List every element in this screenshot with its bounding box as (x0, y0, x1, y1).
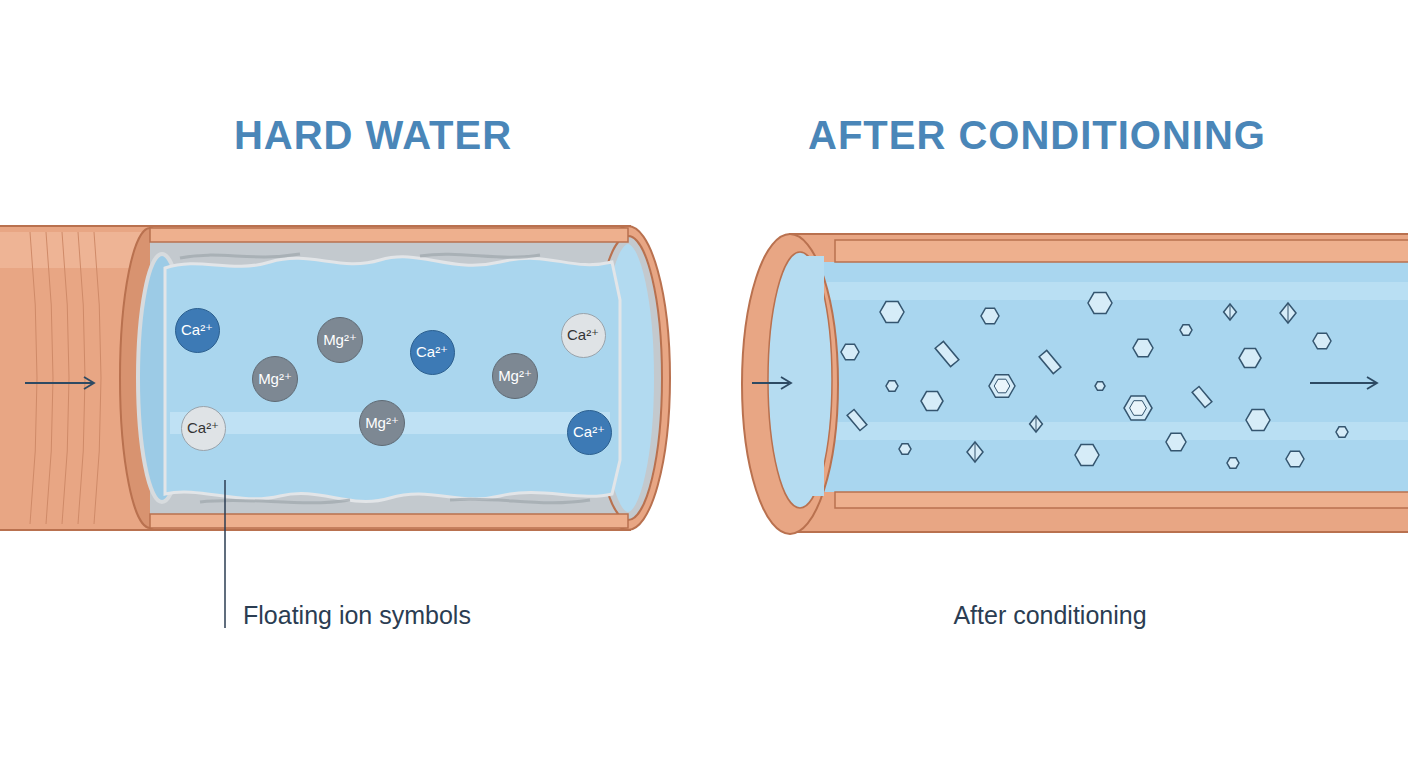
ion-label: Ca²⁺ (187, 419, 219, 437)
crystal (841, 344, 859, 360)
caption-label: After conditioning (953, 600, 1146, 630)
crystal (1124, 396, 1152, 420)
crystal (935, 341, 959, 366)
ion-label: Ca²⁺ (567, 326, 599, 344)
ion-circle: Ca²⁺ (410, 330, 455, 375)
ion-circle: Mg²⁺ (359, 400, 405, 446)
leader-line (224, 480, 226, 628)
crystal (1180, 325, 1192, 335)
crystal (921, 392, 943, 411)
crystal (1239, 349, 1261, 368)
ion-circle: Mg²⁺ (317, 317, 363, 363)
crystal (1286, 451, 1304, 467)
crystal (1246, 410, 1270, 431)
crystal (1039, 350, 1061, 373)
crystal (981, 308, 999, 324)
crystal (847, 409, 867, 430)
ion-label: Mg²⁺ (498, 367, 532, 385)
ion-label: Ca²⁺ (181, 321, 213, 339)
ion-label: Ca²⁺ (416, 343, 448, 361)
crystal (1133, 339, 1153, 356)
pipe-section: HARD WATER Ca²⁺ Mg²⁺ Ca²⁺ Ca²⁺ Mg²⁺ Mg²⁺ Ca²⁺ Mg… (100, 95, 646, 525)
crystal (899, 444, 911, 454)
crystal (989, 375, 1015, 398)
ion-label: Mg²⁺ (258, 370, 292, 388)
ion-circle: Mg²⁺ (492, 353, 538, 399)
ion-circle: Ca²⁺ (561, 313, 606, 358)
crystal (1336, 427, 1348, 437)
crystal (1075, 445, 1099, 466)
hard-water-pipe (0, 226, 670, 530)
ion-label: Mg²⁺ (323, 331, 357, 349)
crystal (1192, 386, 1212, 407)
ion-label: Ca²⁺ (573, 423, 605, 441)
crystal (1224, 304, 1237, 320)
crystal (967, 442, 983, 462)
crystal (1227, 458, 1239, 468)
ion-label: Mg²⁺ (365, 414, 399, 432)
ion-circle: Ca²⁺ (175, 308, 220, 353)
ion-circle: Ca²⁺ (567, 410, 612, 455)
section-heading: AFTER CONDITIONING (808, 111, 1266, 159)
crystal (886, 381, 898, 391)
crystal (1313, 333, 1331, 349)
caption-label: Floating ion symbols (243, 600, 471, 630)
crystal (1030, 416, 1043, 432)
pipe-section: AFTER CONDITIONING (780, 95, 1294, 525)
section-heading: HARD WATER (234, 111, 512, 159)
conditioned-water-pipe (742, 234, 1408, 534)
crystal (880, 302, 904, 323)
ion-circle: Ca²⁺ (181, 406, 226, 451)
crystal (1280, 303, 1296, 323)
crystal (1088, 293, 1112, 314)
crystal (1166, 433, 1186, 450)
crystal (1095, 382, 1105, 391)
ion-circle: Mg²⁺ (252, 356, 298, 402)
